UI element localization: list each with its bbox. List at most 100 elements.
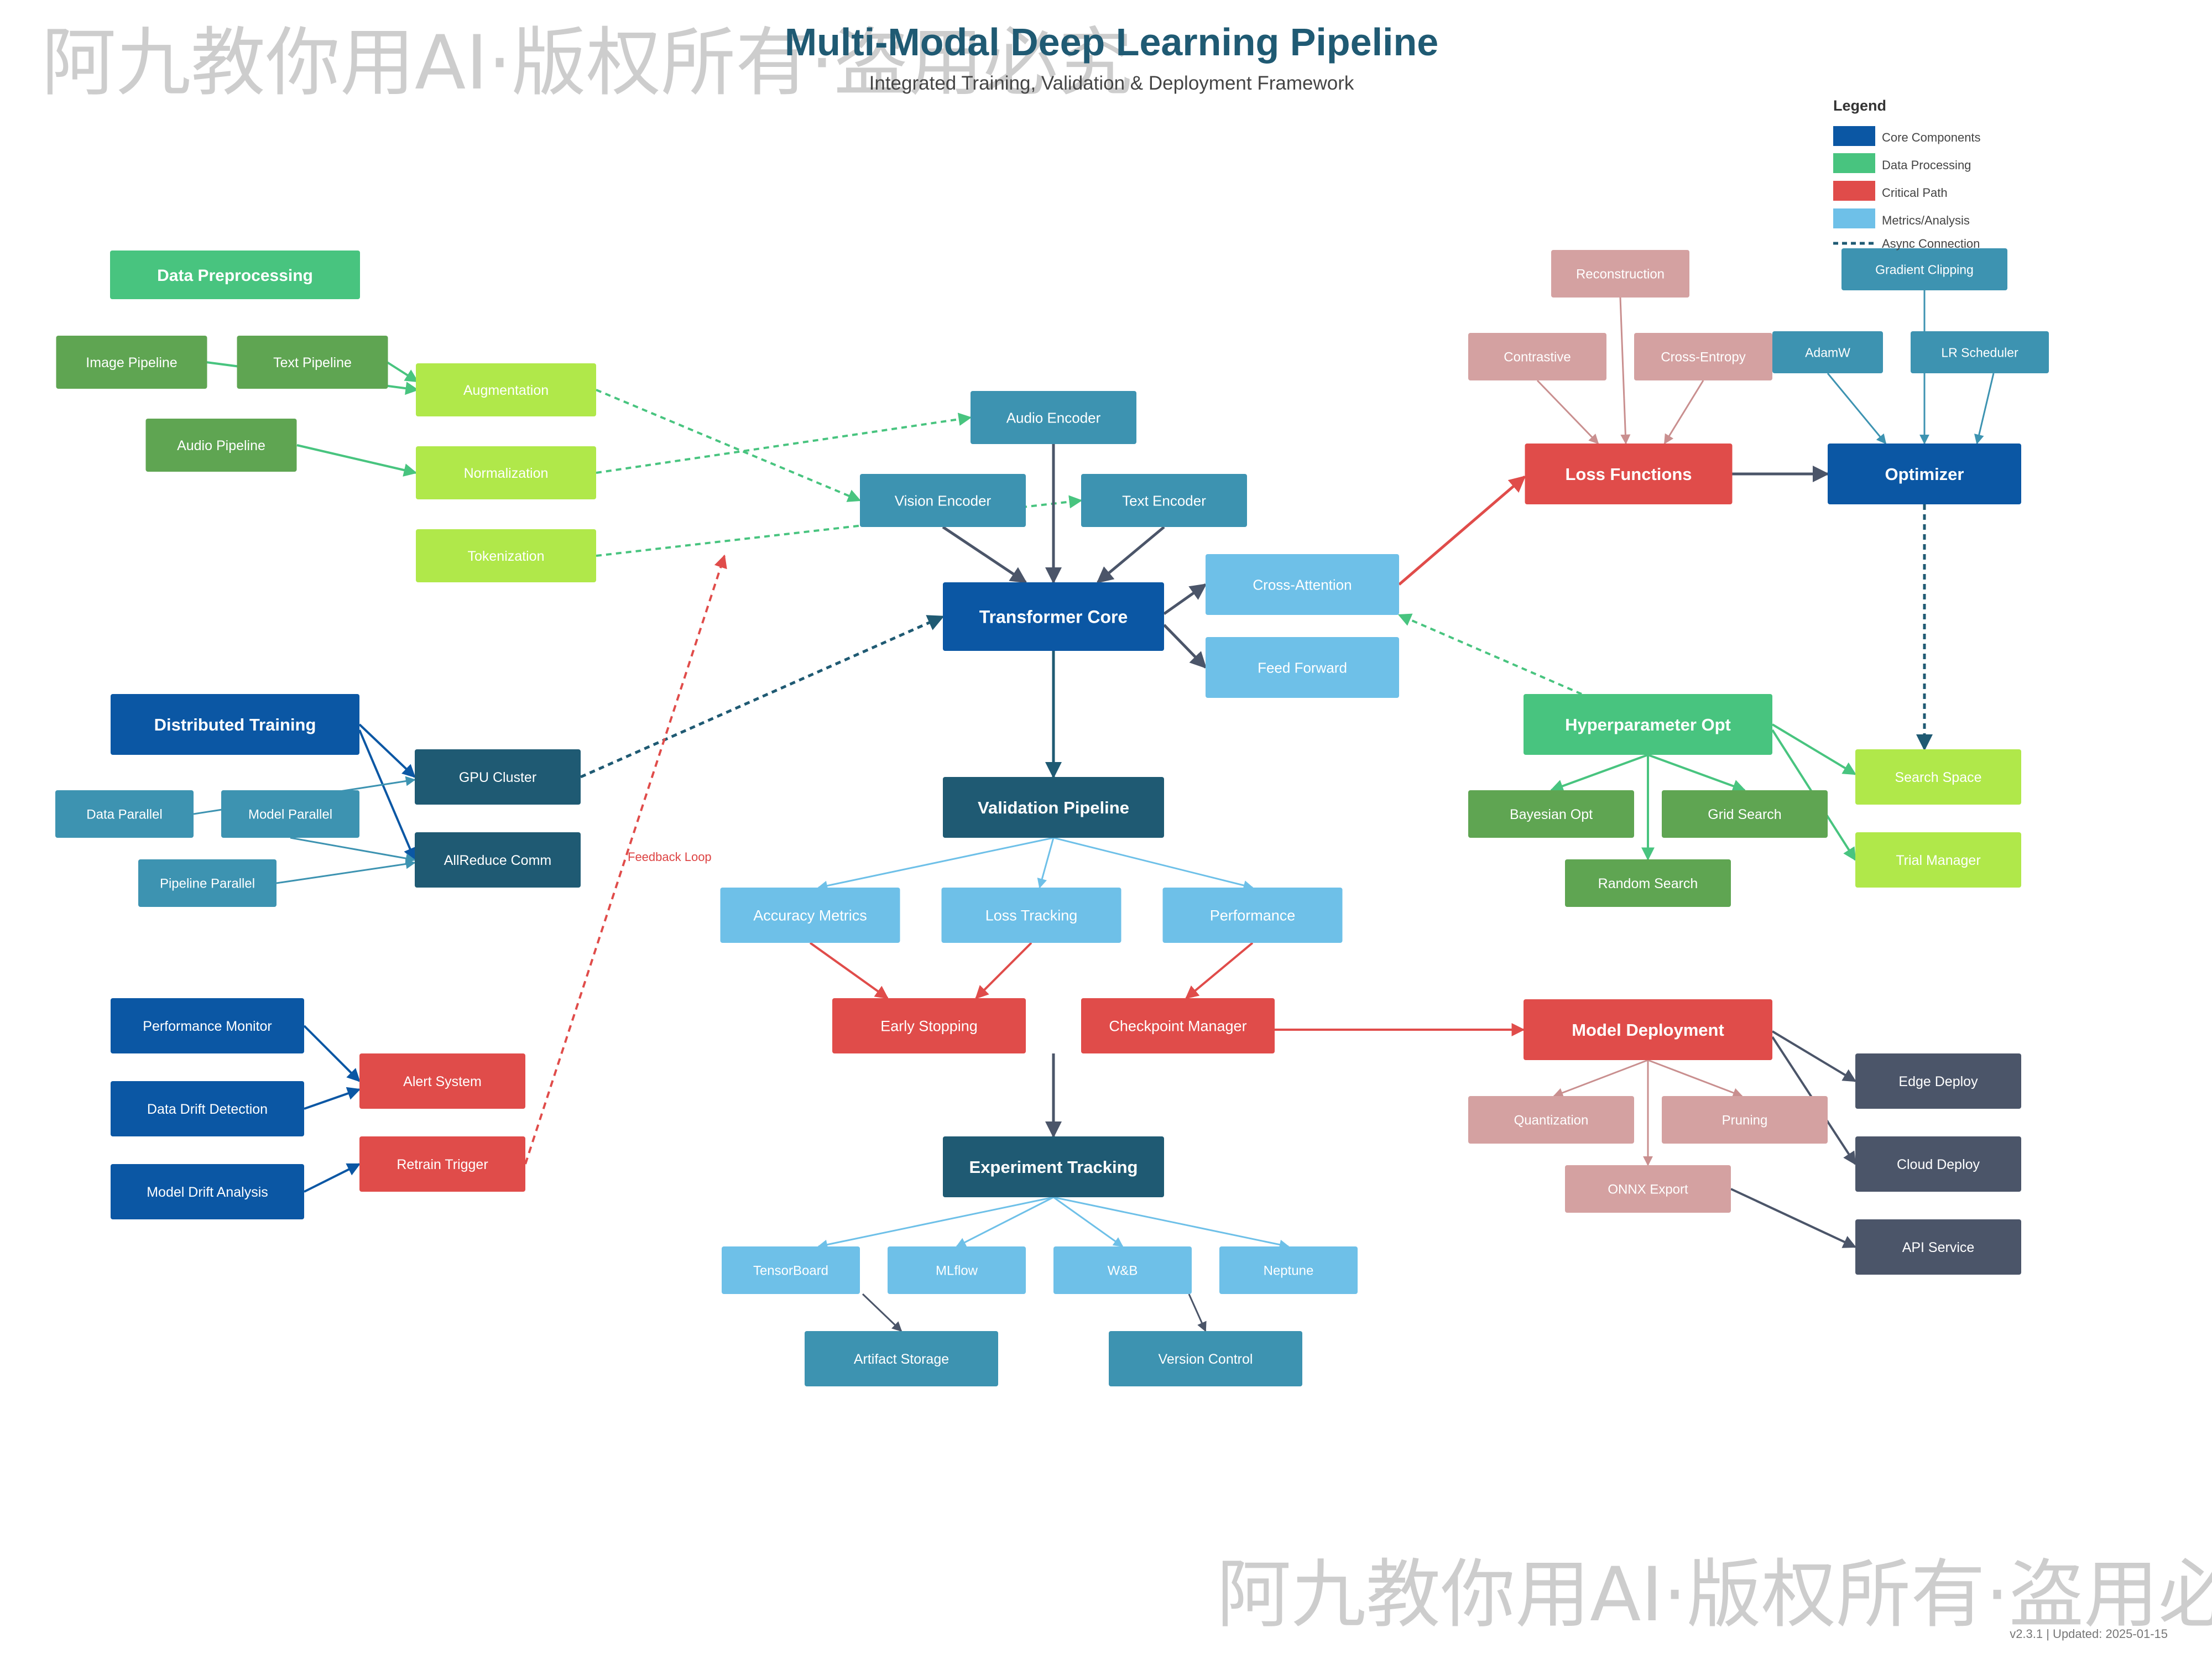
edge-audio-to-normalization — [296, 444, 418, 477]
node-trial-manager[interactable]: Trial Manager — [1855, 832, 2021, 888]
edge-augmentation-to-vision-encoder — [596, 389, 862, 502]
node-transformer-core[interactable]: Transformer Core — [943, 582, 1164, 651]
edge-deployment-to-quantization — [1553, 1059, 1648, 1098]
node-bayesian-opt[interactable]: Bayesian Opt — [1468, 790, 1634, 838]
node-normalization[interactable]: Normalization — [416, 446, 596, 499]
node-experiment-tracking[interactable]: Experiment Tracking — [943, 1136, 1164, 1197]
legend-label-async: Async Connection — [1882, 237, 1980, 251]
node-feed-forward[interactable]: Feed Forward — [1206, 637, 1399, 698]
node-quantization[interactable]: Quantization — [1468, 1096, 1634, 1144]
node-quantization-label: Quantization — [1514, 1113, 1589, 1128]
node-optimizer-box — [1828, 444, 2021, 504]
node-mlflow[interactable]: MLflow — [888, 1246, 1026, 1294]
node-pipeline-parallel-label: Pipeline Parallel — [160, 877, 255, 891]
node-edge-deploy[interactable]: Edge Deploy — [1855, 1053, 2021, 1109]
node-wandb[interactable]: W&B — [1053, 1246, 1192, 1294]
node-early-stopping-box — [832, 998, 1026, 1053]
edge-tracking-to-tensorboard — [817, 1196, 1054, 1250]
node-optimizer[interactable]: Optimizer — [1828, 444, 2021, 504]
edge-validation-to-accuracy — [817, 837, 1054, 891]
node-tensorboard[interactable]: TensorBoard — [722, 1246, 860, 1294]
node-cloud-deploy[interactable]: Cloud Deploy — [1855, 1136, 2021, 1192]
node-reconstruction[interactable]: Reconstruction — [1551, 250, 1689, 298]
edge-hyperparameter-to-grid — [1647, 754, 1746, 792]
node-early-stopping[interactable]: Early Stopping — [832, 998, 1026, 1053]
node-allreduce-comm-box — [415, 832, 581, 888]
node-checkpoint-manager[interactable]: Checkpoint Manager — [1081, 998, 1275, 1053]
node-grid-search-label: Grid Search — [1708, 807, 1781, 822]
node-alert-system-box — [359, 1053, 525, 1109]
node-lr-scheduler-box — [1911, 331, 2049, 373]
node-edge-deploy-box — [1855, 1053, 2021, 1109]
node-text-encoder[interactable]: Text Encoder — [1081, 474, 1247, 527]
node-random-search[interactable]: Random Search — [1565, 859, 1731, 907]
node-performance-monitor[interactable]: Performance Monitor — [111, 998, 304, 1053]
node-mlflow-label: MLflow — [936, 1264, 978, 1279]
node-loss-functions-label: Loss Functions — [1565, 465, 1692, 484]
node-pruning-label: Pruning — [1722, 1113, 1768, 1128]
edge-pipeline-parallel-to-allreduce — [276, 859, 416, 884]
node-model-parallel[interactable]: Model Parallel — [221, 790, 359, 838]
node-retrain-trigger[interactable]: Retrain Trigger — [359, 1136, 525, 1192]
node-cross-entropy-label: Cross-Entropy — [1661, 350, 1745, 365]
node-search-space[interactable]: Search Space — [1855, 749, 2021, 805]
node-gpu-cluster[interactable]: GPU Cluster — [415, 749, 581, 805]
node-data-parallel[interactable]: Data Parallel — [55, 790, 194, 838]
edge-vision-encoder-to-core — [942, 525, 1027, 584]
node-pruning[interactable]: Pruning — [1662, 1096, 1828, 1144]
node-contrastive[interactable]: Contrastive — [1468, 333, 1606, 380]
node-grid-search[interactable]: Grid Search — [1662, 790, 1828, 838]
node-onnx-export[interactable]: ONNX Export — [1565, 1165, 1731, 1213]
node-gradient-clipping-box — [1841, 248, 2007, 290]
node-cross-attention[interactable]: Cross-Attention — [1206, 554, 1399, 615]
node-distributed-training[interactable]: Distributed Training — [111, 694, 359, 755]
node-loss-tracking[interactable]: Loss Tracking — [941, 888, 1121, 943]
node-validation-pipeline[interactable]: Validation Pipeline — [943, 777, 1164, 838]
node-lr-scheduler[interactable]: LR Scheduler — [1911, 331, 2049, 373]
node-cross-entropy[interactable]: Cross-Entropy — [1634, 333, 1772, 380]
node-performance[interactable]: Performance — [1162, 888, 1343, 943]
node-audio-pipeline[interactable]: Audio Pipeline — [145, 419, 297, 472]
node-image-pipeline[interactable]: Image Pipeline — [56, 336, 207, 389]
node-bayesian-opt-box — [1468, 790, 1634, 838]
node-pipeline-parallel[interactable]: Pipeline Parallel — [138, 859, 276, 907]
node-version-control[interactable]: Version Control — [1109, 1331, 1302, 1386]
edge-text-to-augmentation — [386, 361, 419, 383]
edge-retrain-feedback-loop — [524, 554, 727, 1165]
node-text-pipeline[interactable]: Text Pipeline — [237, 336, 388, 389]
node-accuracy-metrics[interactable]: Accuracy Metrics — [720, 888, 900, 943]
node-tensorboard-box — [722, 1246, 860, 1294]
node-onnx-export-box — [1565, 1165, 1731, 1213]
node-neptune[interactable]: Neptune — [1219, 1246, 1358, 1294]
node-vision-encoder[interactable]: Vision Encoder — [860, 474, 1026, 527]
watermark-bottom: 阿九教你用AI·版权所有·盗用必究 — [1217, 1551, 2212, 1638]
node-api-service[interactable]: API Service — [1855, 1219, 2021, 1275]
node-tokenization[interactable]: Tokenization — [416, 529, 596, 582]
node-adamw[interactable]: AdamW — [1772, 331, 1883, 373]
node-data-drift-detection[interactable]: Data Drift Detection — [111, 1081, 304, 1136]
node-model-deployment[interactable]: Model Deployment — [1524, 999, 1772, 1060]
node-artifact-storage-box — [805, 1331, 998, 1386]
node-artifact-storage[interactable]: Artifact Storage — [805, 1331, 998, 1386]
edge-hyperparameter-to-bayesian — [1550, 754, 1648, 792]
edge-cross-attention-to-loss — [1398, 476, 1526, 586]
node-allreduce-comm[interactable]: AllReduce Comm — [415, 832, 581, 888]
node-edge-deploy-label: Edge Deploy — [1898, 1074, 1978, 1089]
node-data-preprocessing[interactable]: Data Preprocessing — [110, 251, 360, 299]
node-cross-attention-box — [1206, 554, 1399, 615]
edge-gpu-cluster-to-core — [580, 615, 945, 779]
node-tokenization-box — [416, 529, 596, 582]
page-title: Multi-Modal Deep Learning Pipeline — [785, 20, 1438, 64]
node-augmentation[interactable]: Augmentation — [416, 363, 596, 416]
node-model-deployment-label: Model Deployment — [1572, 1020, 1724, 1040]
node-alert-system[interactable]: Alert System — [359, 1053, 525, 1109]
node-hyperparameter-opt[interactable]: Hyperparameter Opt — [1524, 694, 1772, 755]
node-accuracy-metrics-label: Accuracy Metrics — [753, 907, 867, 924]
node-data-drift-detection-label: Data Drift Detection — [147, 1102, 268, 1117]
node-loss-functions[interactable]: Loss Functions — [1525, 444, 1733, 504]
node-audio-encoder[interactable]: Audio Encoder — [971, 391, 1136, 444]
version-footer: v2.3.1 | Updated: 2025-01-15 — [2010, 1627, 2168, 1641]
node-gradient-clipping[interactable]: Gradient Clipping — [1841, 248, 2007, 290]
node-model-drift-analysis[interactable]: Model Drift Analysis — [111, 1164, 304, 1219]
